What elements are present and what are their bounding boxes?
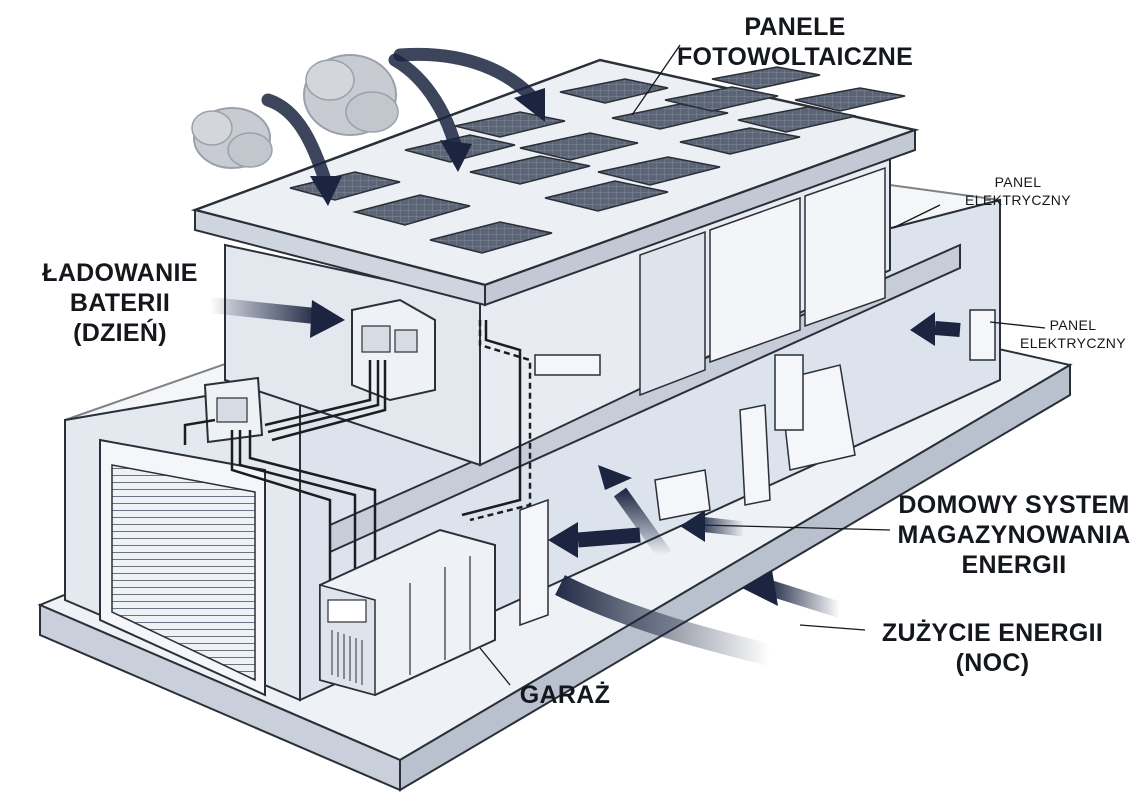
label-electrical-panel-side-line2: ELEKTRYCZNY xyxy=(1019,335,1127,351)
label-pv-panels-line2: FOTOWOLTAICZNE xyxy=(676,43,914,71)
label-consumption: ZUŻYCIE ENERGII (NOC) xyxy=(870,618,1115,678)
garage-door xyxy=(99,438,266,697)
label-consumption-line1: ZUŻYCIE ENERGII xyxy=(881,619,1104,647)
label-electrical-panel-top: PANEL ELEKTRYCZNY xyxy=(948,173,1088,209)
label-battery-charging: ŁADOWANIE BATERII (DZIEŃ) xyxy=(40,258,200,348)
label-battery-charging-line1: ŁADOWANIE xyxy=(42,259,198,287)
solar-panel-array xyxy=(289,66,906,254)
label-electrical-panel-top-line1: PANEL xyxy=(994,174,1042,190)
label-home-storage: DOMOWY SYSTEM MAGAZYNOWANIA ENERGII xyxy=(888,490,1140,580)
label-garage: GARAŻ xyxy=(505,680,625,710)
label-electrical-panel-side-line1: PANEL xyxy=(1049,317,1097,333)
label-pv-panels-line1: PANELE xyxy=(744,13,846,41)
label-battery-charging-line2: BATERII xyxy=(69,289,171,317)
label-pv-panels: PANELE FOTOWOLTAICZNE xyxy=(670,12,920,72)
label-home-storage-line1: DOMOWY SYSTEM xyxy=(898,491,1130,519)
label-home-storage-line3: ENERGII xyxy=(961,551,1067,579)
label-battery-charging-line3: (DZIEŃ) xyxy=(73,319,167,347)
interior-details xyxy=(519,309,996,627)
junction-box xyxy=(203,376,264,444)
flow-arrows xyxy=(209,297,961,666)
wiring xyxy=(183,320,532,595)
battery-storage xyxy=(319,528,496,697)
leader-lines xyxy=(479,44,1046,686)
label-home-storage-line2: MAGAZYNOWANIA xyxy=(897,521,1131,549)
label-consumption-line2: (NOC) xyxy=(955,649,1030,677)
label-garage-line1: GARAŻ xyxy=(519,681,611,709)
label-electrical-panel-side: PANEL ELEKTRYCZNY xyxy=(1003,316,1143,352)
label-electrical-panel-top-line2: ELEKTRYCZNY xyxy=(964,192,1072,208)
charging-controller xyxy=(351,298,436,402)
cloud-left xyxy=(191,107,273,169)
irradiance-arrows xyxy=(261,47,545,206)
cloud-right xyxy=(303,54,399,136)
